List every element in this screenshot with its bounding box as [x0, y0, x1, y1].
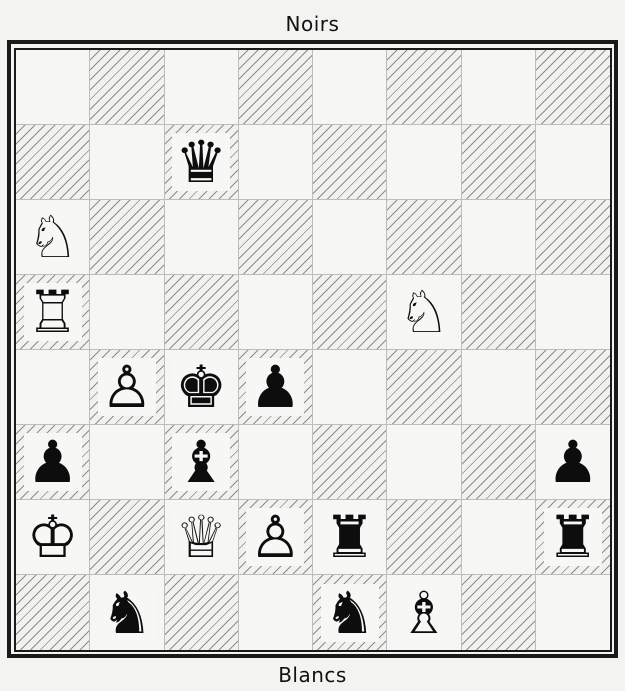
square-f2[interactable]	[387, 500, 461, 575]
square-h3[interactable]: ♟	[536, 425, 610, 500]
square-a6[interactable]: ♘	[16, 200, 90, 275]
square-h4[interactable]	[536, 350, 610, 425]
square-h6[interactable]	[536, 200, 610, 275]
square-f8[interactable]	[387, 50, 461, 125]
square-b2[interactable]	[90, 500, 164, 575]
square-e4[interactable]	[313, 350, 387, 425]
square-d3[interactable]	[239, 425, 313, 500]
square-h1[interactable]	[536, 575, 610, 650]
square-b6[interactable]	[90, 200, 164, 275]
white-pawn-icon[interactable]: ♙	[246, 508, 304, 566]
black-pawn-icon[interactable]: ♟	[246, 358, 304, 416]
square-c5[interactable]	[165, 275, 239, 350]
square-b5[interactable]	[90, 275, 164, 350]
square-a1[interactable]	[16, 575, 90, 650]
square-e5[interactable]	[313, 275, 387, 350]
square-c7[interactable]: ♛	[165, 125, 239, 200]
black-knight-icon[interactable]: ♞	[98, 584, 156, 642]
square-d2[interactable]: ♙	[239, 500, 313, 575]
square-c6[interactable]	[165, 200, 239, 275]
square-a5[interactable]: ♖	[16, 275, 90, 350]
black-knight-icon[interactable]: ♞	[321, 584, 379, 642]
white-bishop-icon[interactable]: ♗	[395, 584, 453, 642]
square-g1[interactable]	[462, 575, 536, 650]
square-b8[interactable]	[90, 50, 164, 125]
square-a8[interactable]	[16, 50, 90, 125]
square-c1[interactable]	[165, 575, 239, 650]
square-e7[interactable]	[313, 125, 387, 200]
square-d8[interactable]	[239, 50, 313, 125]
square-f3[interactable]	[387, 425, 461, 500]
square-e6[interactable]	[313, 200, 387, 275]
black-queen-icon[interactable]: ♛	[172, 133, 230, 191]
square-g3[interactable]	[462, 425, 536, 500]
black-king-icon[interactable]: ♚	[172, 358, 230, 416]
square-h8[interactable]	[536, 50, 610, 125]
square-a4[interactable]	[16, 350, 90, 425]
black-rook-icon[interactable]: ♜	[321, 508, 379, 566]
square-b1[interactable]: ♞	[90, 575, 164, 650]
square-c4[interactable]: ♚	[165, 350, 239, 425]
square-e1[interactable]: ♞	[313, 575, 387, 650]
black-rook-icon[interactable]: ♜	[544, 508, 602, 566]
square-c2[interactable]: ♕	[165, 500, 239, 575]
square-c8[interactable]	[165, 50, 239, 125]
square-d4[interactable]: ♟	[239, 350, 313, 425]
square-e8[interactable]	[313, 50, 387, 125]
square-b7[interactable]	[90, 125, 164, 200]
square-h2[interactable]: ♜	[536, 500, 610, 575]
black-pawn-icon[interactable]: ♟	[24, 433, 82, 491]
square-f4[interactable]	[387, 350, 461, 425]
square-a2[interactable]: ♔	[16, 500, 90, 575]
square-b4[interactable]: ♙	[90, 350, 164, 425]
square-d6[interactable]	[239, 200, 313, 275]
white-pawn-icon[interactable]: ♙	[98, 358, 156, 416]
square-f6[interactable]	[387, 200, 461, 275]
square-e2[interactable]: ♜	[313, 500, 387, 575]
square-a3[interactable]: ♟	[16, 425, 90, 500]
square-f7[interactable]	[387, 125, 461, 200]
square-g2[interactable]	[462, 500, 536, 575]
square-g5[interactable]	[462, 275, 536, 350]
square-e3[interactable]	[313, 425, 387, 500]
square-b3[interactable]	[90, 425, 164, 500]
square-h7[interactable]	[536, 125, 610, 200]
square-d1[interactable]	[239, 575, 313, 650]
square-a7[interactable]	[16, 125, 90, 200]
white-queen-icon[interactable]: ♕	[172, 508, 230, 566]
white-king-icon[interactable]: ♔	[24, 508, 82, 566]
black-side-label: Noirs	[0, 12, 625, 36]
square-g7[interactable]	[462, 125, 536, 200]
white-rook-icon[interactable]: ♖	[24, 283, 82, 341]
square-d5[interactable]	[239, 275, 313, 350]
square-f1[interactable]: ♗	[387, 575, 461, 650]
square-c3[interactable]: ♝	[165, 425, 239, 500]
black-pawn-icon[interactable]: ♟	[544, 433, 602, 491]
chess-board: ♛ ♘ ♖ ♘ ♙ ♚ ♟ ♟ ♝ ♟ ♔ ♕ ♙ ♜ ♜ ♞ ♞ ♗	[14, 48, 612, 652]
square-h5[interactable]	[536, 275, 610, 350]
white-side-label: Blancs	[0, 663, 625, 687]
square-g6[interactable]	[462, 200, 536, 275]
square-g4[interactable]	[462, 350, 536, 425]
square-d7[interactable]	[239, 125, 313, 200]
square-g8[interactable]	[462, 50, 536, 125]
black-bishop-icon[interactable]: ♝	[172, 433, 230, 491]
square-f5[interactable]: ♘	[387, 275, 461, 350]
white-knight-icon[interactable]: ♘	[24, 208, 82, 266]
white-knight-icon[interactable]: ♘	[395, 283, 453, 341]
